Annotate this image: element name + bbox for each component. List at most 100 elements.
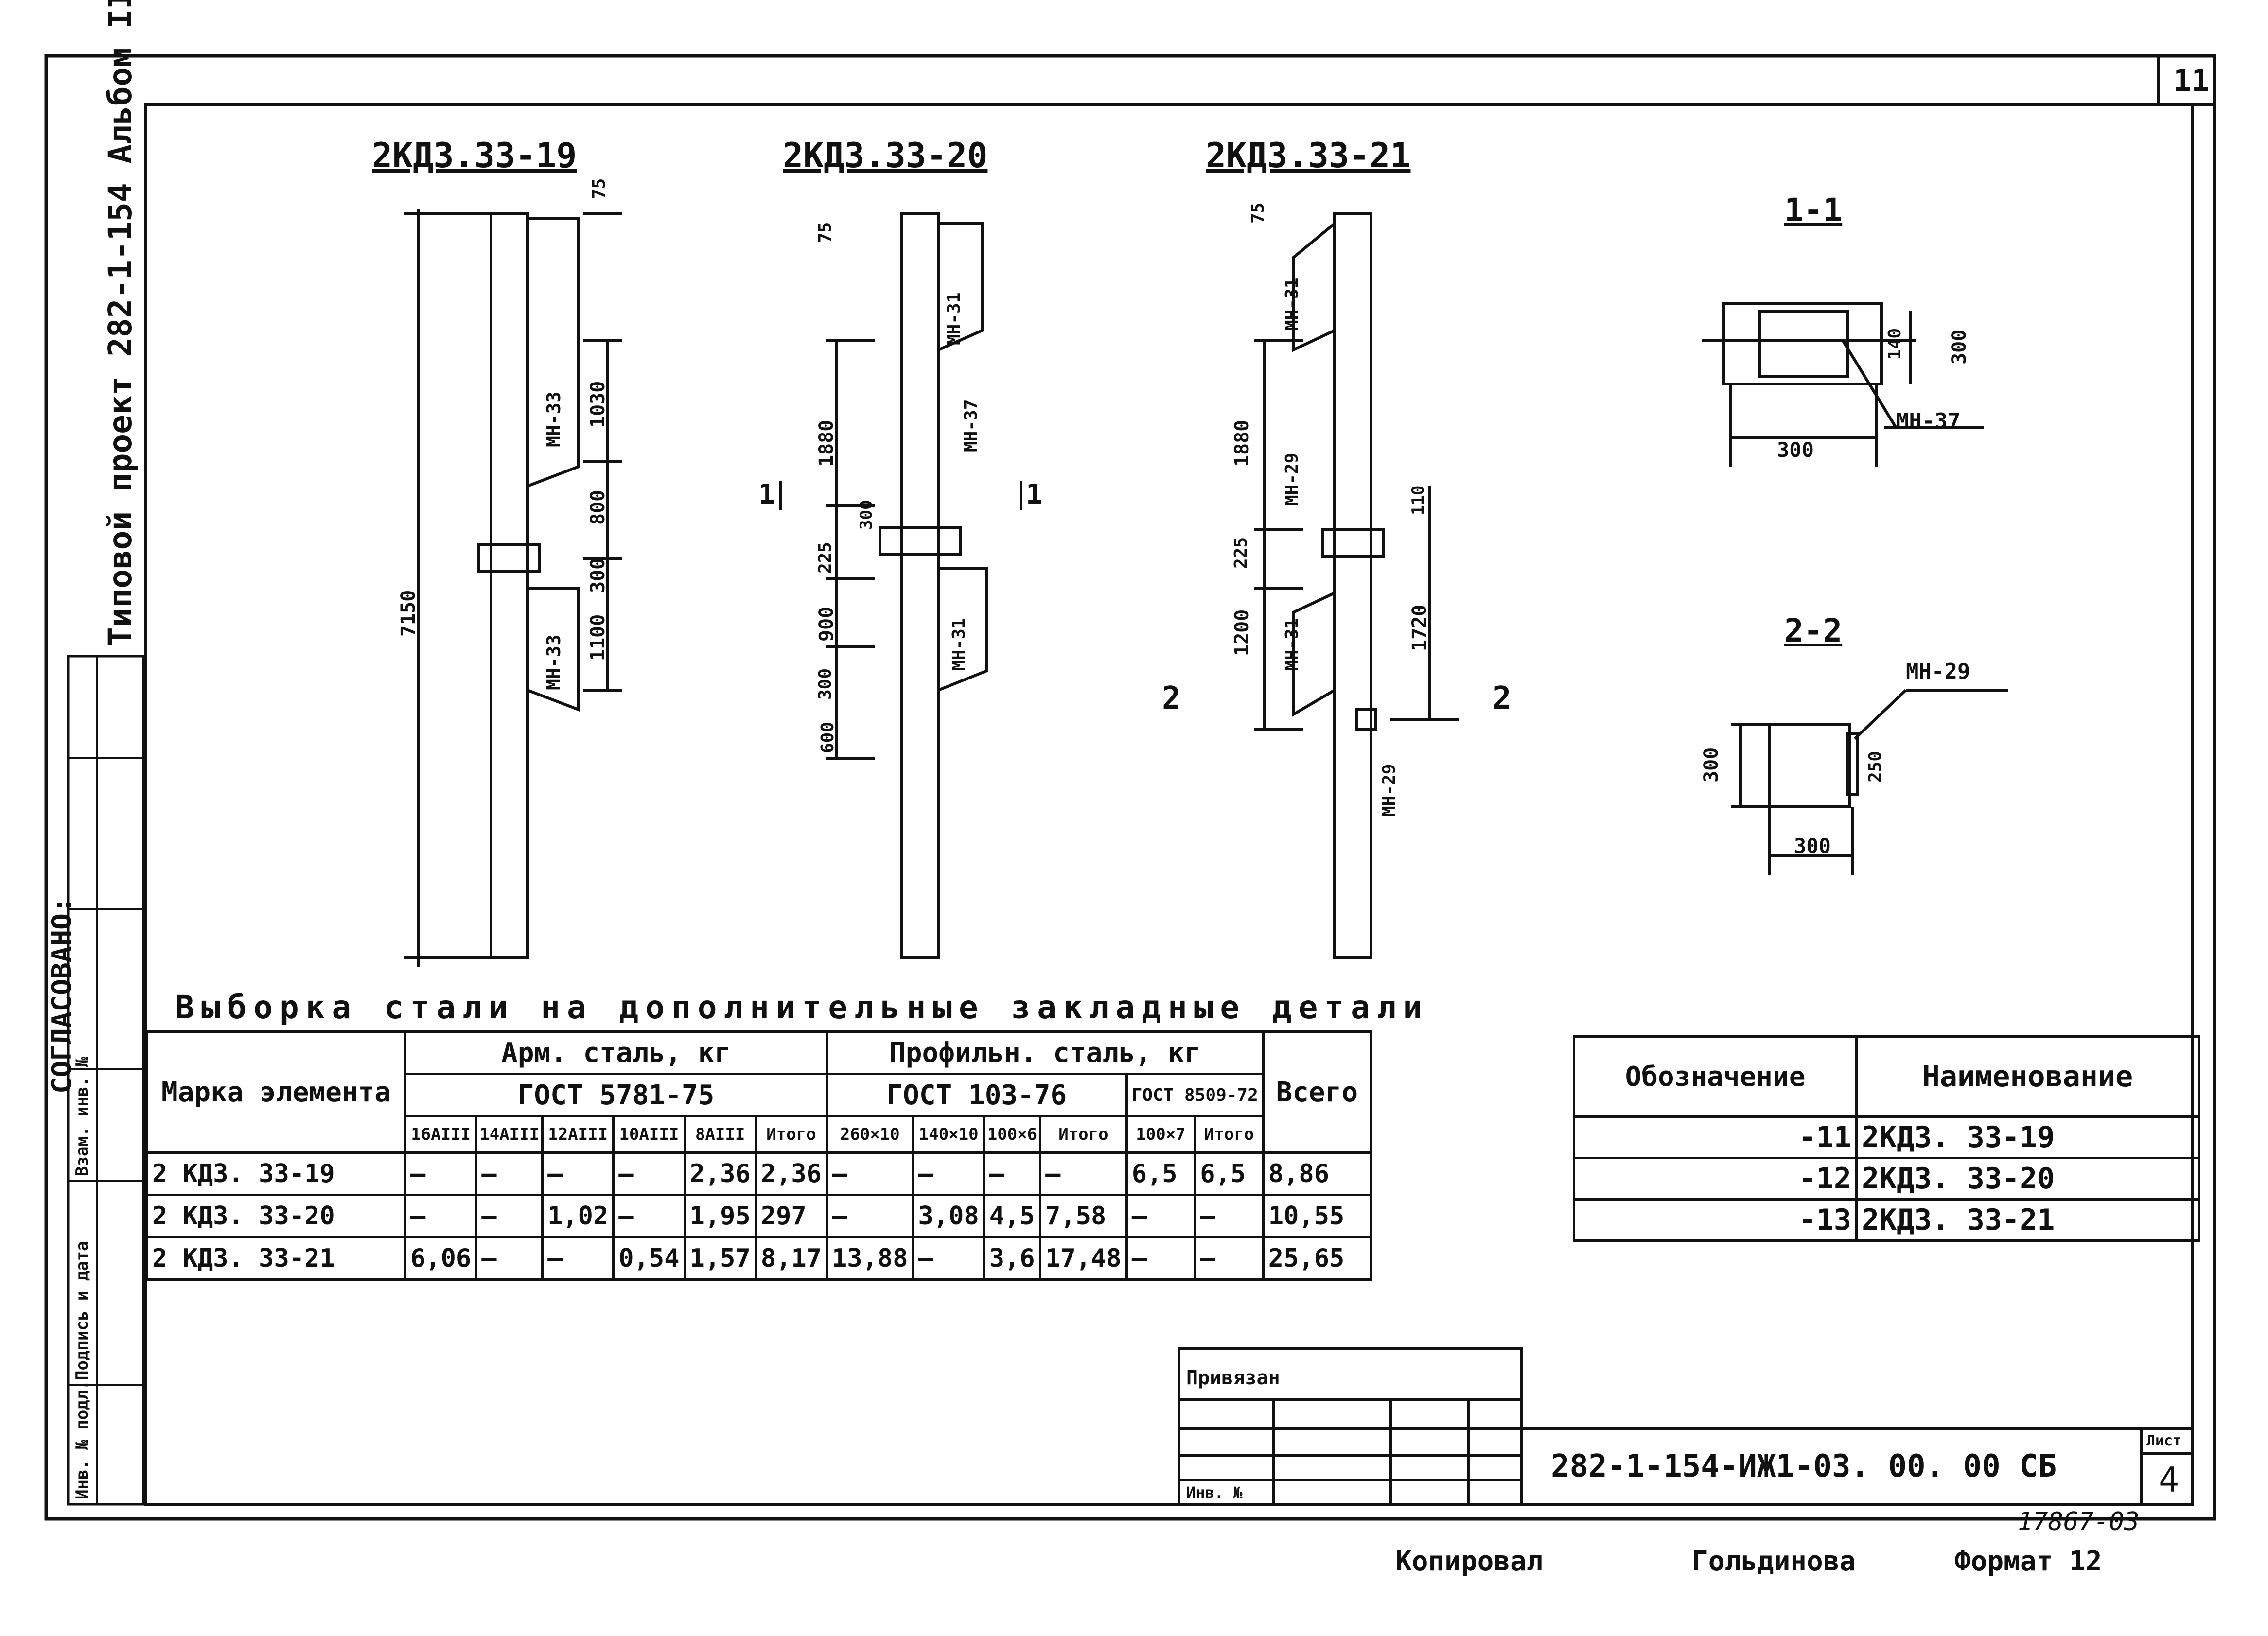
cell: — — [912, 1151, 985, 1196]
cell: 2,36 — [754, 1151, 828, 1196]
cell: — — [475, 1194, 544, 1238]
section-1-dim-300h: 300 — [1777, 438, 1814, 462]
cell: — — [541, 1236, 615, 1281]
specification-table: Обозначение Наименование -11 2КД3. 33-19… — [1573, 1035, 2200, 1242]
spec-header-designation: Обозначение — [1573, 1035, 1858, 1118]
cell: 8,17 — [754, 1236, 828, 1281]
header-arm: Арм. сталь, кг — [404, 1030, 828, 1075]
subheader: Итого — [1194, 1115, 1265, 1154]
header-mark: Марка элемента — [146, 1030, 406, 1154]
subheader: 260×10 — [826, 1115, 914, 1154]
cell: — — [826, 1151, 914, 1196]
table-row: 2 КД3. 33-21 6,06 — — 0,54 1,57 8,17 13,… — [146, 1236, 1372, 1281]
cell: 6,06 — [404, 1236, 478, 1281]
cell: 13,88 — [826, 1236, 914, 1281]
cell: — — [1194, 1236, 1265, 1281]
row-total: 10,55 — [1262, 1194, 1372, 1238]
sheet-label: Лист — [2146, 1432, 2182, 1449]
cell: 1,95 — [683, 1194, 757, 1238]
cell: — — [1039, 1151, 1128, 1196]
subheader: 8АIII — [683, 1115, 757, 1154]
row-total: 8,86 — [1262, 1151, 1372, 1196]
subheader: 100×7 — [1125, 1115, 1196, 1154]
spec-header-name: Наименование — [1855, 1035, 2200, 1118]
cell: — — [1125, 1194, 1196, 1238]
cell: 1,02 — [541, 1194, 615, 1238]
cell: — — [475, 1151, 544, 1196]
section-title-1: 1-1 — [1784, 191, 1843, 229]
table-row: 2 КД3. 33-20 — — 1,02 — 1,95 297 — 3,08 … — [146, 1194, 1372, 1238]
section-2-dim-300h: 300 — [1794, 834, 1831, 858]
cell: 297 — [754, 1194, 828, 1238]
document-code: 282-1-154-ИЖ1-03. 00. 00 СБ — [1551, 1448, 2057, 1484]
spec-designation: -12 — [1573, 1157, 1858, 1201]
table-row: -13 2КД3. 33-21 — [1573, 1198, 2200, 1242]
row-total: 25,65 — [1262, 1236, 1372, 1281]
cell: — — [475, 1236, 544, 1281]
header-prof-gost: ГОСТ 103-76 — [826, 1073, 1128, 1117]
footer-format: Формат 12 — [1954, 1546, 2102, 1577]
table-row: -11 2КД3. 33-19 — [1573, 1115, 2200, 1159]
cell: — — [826, 1194, 914, 1238]
privyazan-label: Привязан — [1186, 1367, 1280, 1389]
cell: — — [1194, 1194, 1265, 1238]
sheet-number: 4 — [2159, 1460, 2180, 1500]
cell: 4,5 — [983, 1194, 1042, 1238]
table-row: 2 КД3. 33-19 — — — — 2,36 2,36 — — — — 6… — [146, 1151, 1372, 1196]
cell: — — [612, 1194, 686, 1238]
section-2-mark: МН-29 — [1906, 659, 1970, 684]
inv-no-label: Инв. № — [1186, 1483, 1243, 1502]
subheader: 10АIII — [612, 1115, 686, 1154]
cell: — — [404, 1194, 478, 1238]
cell: — — [541, 1151, 615, 1196]
cut-label-1-right: 1 — [1026, 479, 1042, 510]
cell: 6,5 — [1125, 1151, 1196, 1196]
spec-name: 2КД3. 33-21 — [1855, 1198, 2200, 1242]
cell: 1,57 — [683, 1236, 757, 1281]
cut-label-2-left: 2 — [1162, 680, 1181, 716]
section-1-mark: МН-37 — [1896, 409, 1961, 434]
cell: 7,58 — [1039, 1194, 1128, 1238]
element-title-21: 2КД3.33-21 — [1206, 136, 1411, 175]
cell: 0,54 — [612, 1236, 686, 1281]
cut-label-1-left: 1 — [758, 479, 775, 510]
cut-label-2-right: 2 — [1493, 680, 1512, 716]
footer-name: Гольдинова — [1692, 1546, 1856, 1577]
cell: 17,48 — [1039, 1236, 1128, 1281]
cell: — — [404, 1151, 478, 1196]
spec-name: 2КД3. 33-19 — [1855, 1115, 2200, 1159]
spec-name: 2КД3. 33-20 — [1855, 1157, 2200, 1201]
cell: — — [612, 1151, 686, 1196]
subheader: Итого — [1039, 1115, 1128, 1154]
header-prof-gost2: ГОСТ 8509-72 — [1125, 1073, 1265, 1117]
selection-title: Выборка стали на дополнительные закладны… — [175, 989, 1429, 1026]
cell: 3,08 — [912, 1194, 985, 1238]
row-mark: 2 КД3. 33-20 — [146, 1194, 406, 1238]
cell: — — [912, 1236, 985, 1281]
steel-selection-table: Марка элемента Арм. сталь, кг Профильн. … — [146, 1030, 1372, 1281]
subheader: 100×6 — [983, 1115, 1042, 1154]
cell: 6,5 — [1194, 1151, 1265, 1196]
header-total: Всего — [1262, 1030, 1372, 1154]
row-mark: 2 КД3. 33-21 — [146, 1236, 406, 1281]
subheader: 12АIII — [541, 1115, 615, 1154]
cell: — — [1125, 1236, 1196, 1281]
footer-copied: Копировал — [1395, 1546, 1543, 1577]
row-mark: 2 КД3. 33-19 — [146, 1151, 406, 1196]
cell: — — [983, 1151, 1042, 1196]
element-title-20: 2КД3.33-20 — [783, 136, 988, 175]
subheader: 14АIII — [475, 1115, 544, 1154]
subheader: 16АIII — [404, 1115, 478, 1154]
spec-designation: -11 — [1573, 1115, 1858, 1159]
element-title-19: 2КД3.33-19 — [372, 136, 577, 175]
spec-designation: -13 — [1573, 1198, 1858, 1242]
subheader: 140×10 — [912, 1115, 985, 1154]
cell: 3,6 — [983, 1236, 1042, 1281]
subheader: Итого — [754, 1115, 828, 1154]
corner-sheet-number: 11 — [2173, 63, 2210, 98]
header-prof: Профильн. сталь, кг — [826, 1030, 1265, 1075]
handwritten-number: 17867-03 — [2018, 1507, 2140, 1536]
